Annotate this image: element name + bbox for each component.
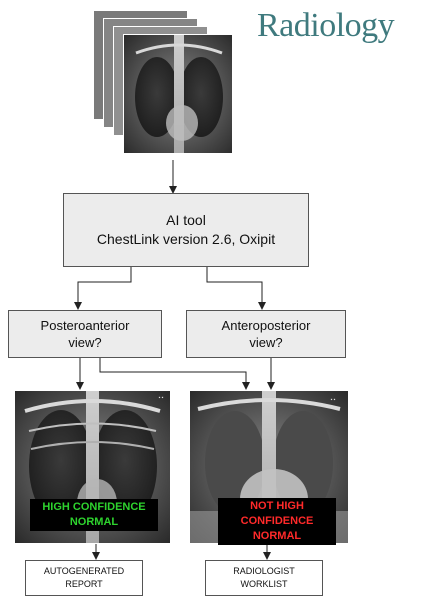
ai-tool-box: AI tool ChestLink version 2.6, Oxipit bbox=[63, 193, 309, 267]
worklist-line2: WORKLIST bbox=[240, 578, 287, 591]
image-marker: ▪▪ bbox=[330, 397, 336, 403]
not-high-confidence-normal-label: NOT HIGH CONFIDENCE NORMAL bbox=[218, 498, 336, 545]
ai-tool-version: ChestLink version 2.6, Oxipit bbox=[97, 230, 275, 249]
radiologist-worklist-box: RADIOLOGIST WORKLIST bbox=[205, 560, 323, 596]
report-line2: REPORT bbox=[65, 578, 102, 591]
posteroanterior-question-box: Posteroanterior view? bbox=[8, 310, 162, 358]
not-high-confidence-line1: NOT HIGH bbox=[221, 499, 333, 514]
ap-question-line2: view? bbox=[249, 334, 282, 351]
pa-question-line2: view? bbox=[68, 334, 101, 351]
high-confidence-normal-label: HIGH CONFIDENCE NORMAL bbox=[30, 499, 158, 531]
high-confidence-line1: HIGH CONFIDENCE bbox=[33, 500, 155, 515]
report-line1: AUTOGENERATED bbox=[44, 565, 124, 578]
pa-question-line1: Posteroanterior bbox=[41, 317, 130, 334]
high-confidence-line2: NORMAL bbox=[33, 515, 155, 530]
ai-tool-title: AI tool bbox=[166, 211, 206, 230]
arrow-pa-to-ap-image bbox=[100, 358, 246, 386]
worklist-line1: RADIOLOGIST bbox=[233, 565, 295, 578]
arrow-ai-to-ap bbox=[207, 267, 262, 306]
ap-question-line1: Anteroposterior bbox=[222, 317, 311, 334]
anteroposterior-question-box: Anteroposterior view? bbox=[186, 310, 346, 358]
autogenerated-report-box: AUTOGENERATED REPORT bbox=[25, 560, 143, 596]
arrow-ai-to-pa bbox=[78, 267, 131, 306]
image-marker: ▪▪ bbox=[158, 395, 164, 401]
not-high-confidence-line2: CONFIDENCE NORMAL bbox=[221, 514, 333, 544]
